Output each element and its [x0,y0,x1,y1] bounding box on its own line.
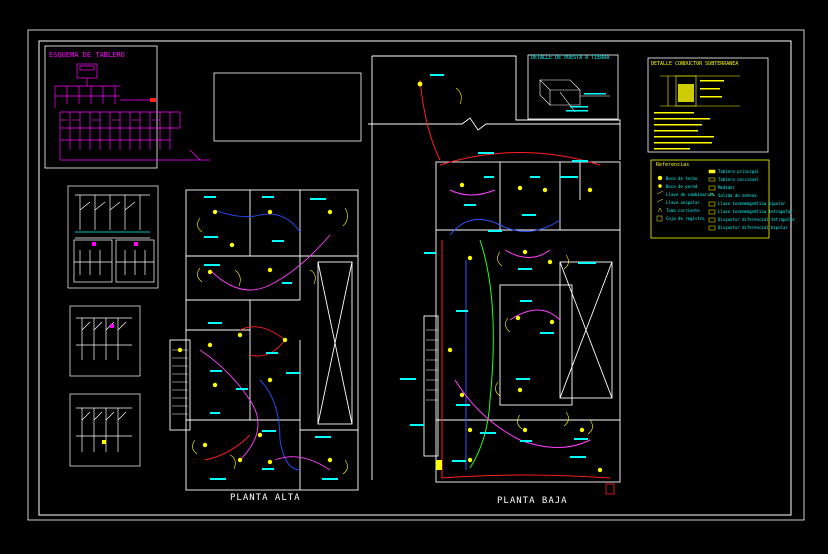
ref-junction-box: Caja de registro [666,216,705,221]
ground-floor-outline [368,55,621,483]
underground-detail-text-marks [654,80,724,150]
ref-tetrapolar-breaker: Llave termomagnética tetrapolar [718,209,793,214]
ref-combination-switch: Llave de combinación [666,192,715,197]
ref-main-board: Tablero principal [718,169,759,174]
ref-wall-outlet: Boca de pared [666,184,698,189]
breaker-detail-1 [67,185,159,289]
empty-title-box [213,72,362,142]
underground-detail-title: DETALLE CONDUCTOR SUBTERRANEA [651,61,739,67]
ref-antenna: Salida de antena [718,193,757,198]
upper-floor-switch-arcs [192,207,348,475]
board-scheme-diagram [54,63,210,161]
upper-floor-stair [172,349,188,415]
ref-section-board: Tablero seccional [718,177,759,182]
ground-detail-drawing [539,79,610,113]
ground-detail-frame [527,54,619,120]
board-breaker-marker [150,98,156,102]
references-frame [650,159,770,239]
ground-floor-title: PLANTA BAJA [497,496,568,506]
board-scheme-frame [44,45,158,169]
upper-floor-title: PLANTA ALTA [230,493,301,503]
outer-frame [27,29,805,521]
breaker-detail-3 [69,393,141,467]
ground-detail-title: DETALLE DE PUESTA A TIERRA [531,55,610,61]
ground-detail-text-marks [566,93,606,112]
underground-detail-drawing [660,75,740,107]
board-scheme-title: ESQUEMA DE TABLERO [49,51,125,59]
meter-symbol [436,460,442,470]
ref-ceiling-outlet: Boca de techo [666,176,698,181]
ground-floor-fixtures [417,81,603,473]
breaker-detail-2 [69,305,141,377]
ref-tetrapolar-rcd: Disyuntor diferencial tetrapolar [718,217,796,222]
references-title: Referencias [656,162,690,168]
ref-meter: Medidor [718,185,735,190]
ground-floor-stair [426,329,438,401]
upper-floor-fixtures [177,209,333,465]
main-board-symbol [605,483,615,495]
ref-bipolar-rcd: Disyuntor diferencial bipolar [718,225,788,230]
ref-bipolar-breaker: Llave termomagnética bipolar [718,201,786,206]
ground-floor-switch-arcs [455,87,593,435]
inner-frame [38,40,792,516]
upper-floor-text-marks [204,196,338,480]
ground-floor-circuits [419,79,611,479]
ref-single-switch: Llave unipolar [666,200,700,205]
underground-detail-frame [647,57,769,153]
ground-floor-text-marks [400,74,596,462]
references-symbols [656,169,716,231]
ref-socket: Toma corriente [666,208,700,213]
